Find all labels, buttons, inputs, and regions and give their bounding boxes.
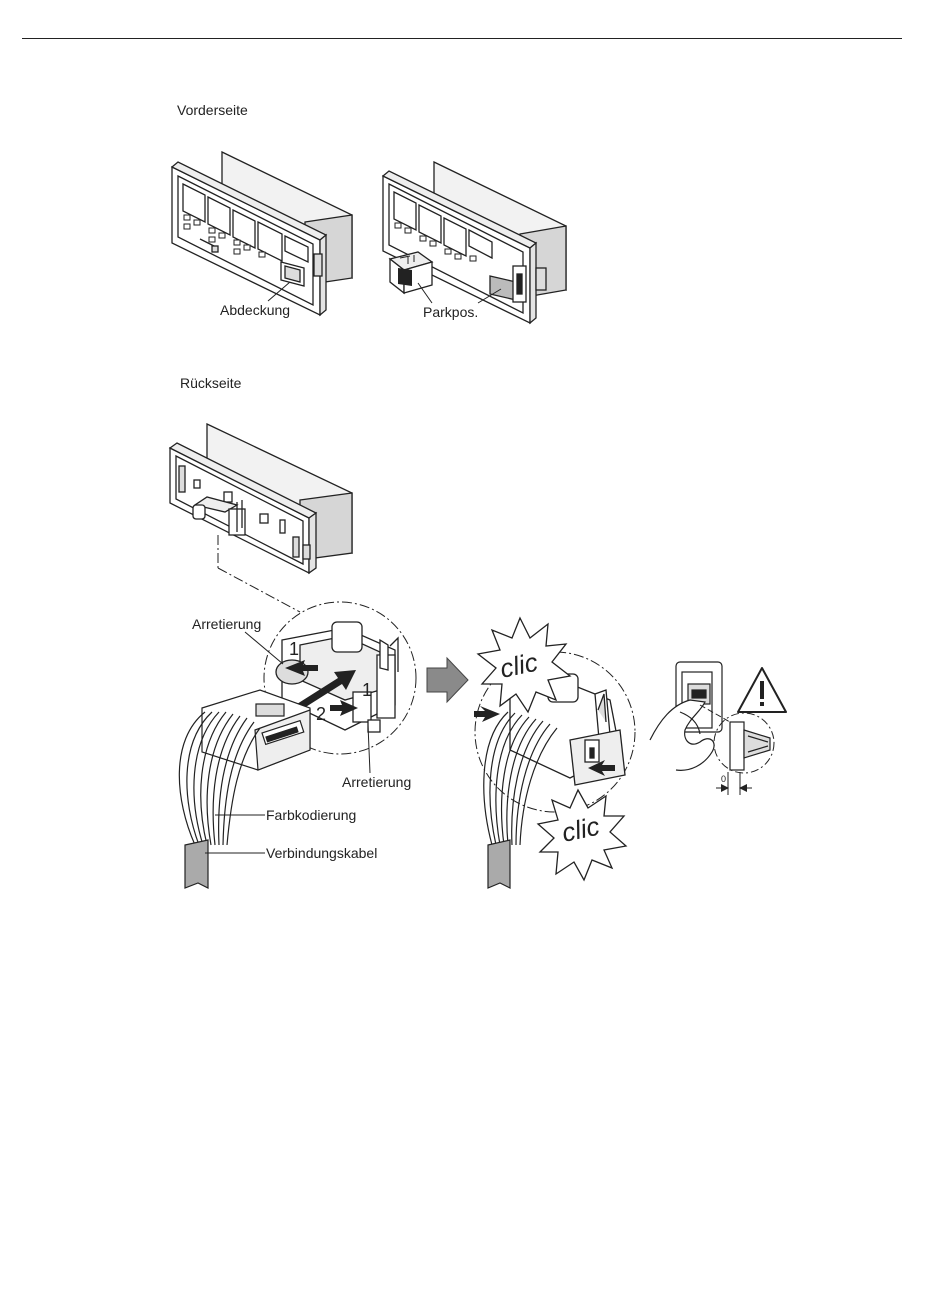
step-2-number: 2 xyxy=(316,704,326,724)
gap-value-text: 0 xyxy=(721,774,726,784)
warning-triangle-icon xyxy=(738,668,786,712)
front-device-with-cover xyxy=(172,152,352,315)
plug-and-ribbon-cable xyxy=(179,690,310,888)
step-1-right-number: 1 xyxy=(362,680,372,700)
step-1-top-number: 1 xyxy=(289,639,299,659)
front-device-park-position xyxy=(383,162,566,323)
clic-burst-bottom: clic xyxy=(538,790,626,880)
arrow-right-icon xyxy=(427,658,468,702)
back-device xyxy=(170,424,352,573)
